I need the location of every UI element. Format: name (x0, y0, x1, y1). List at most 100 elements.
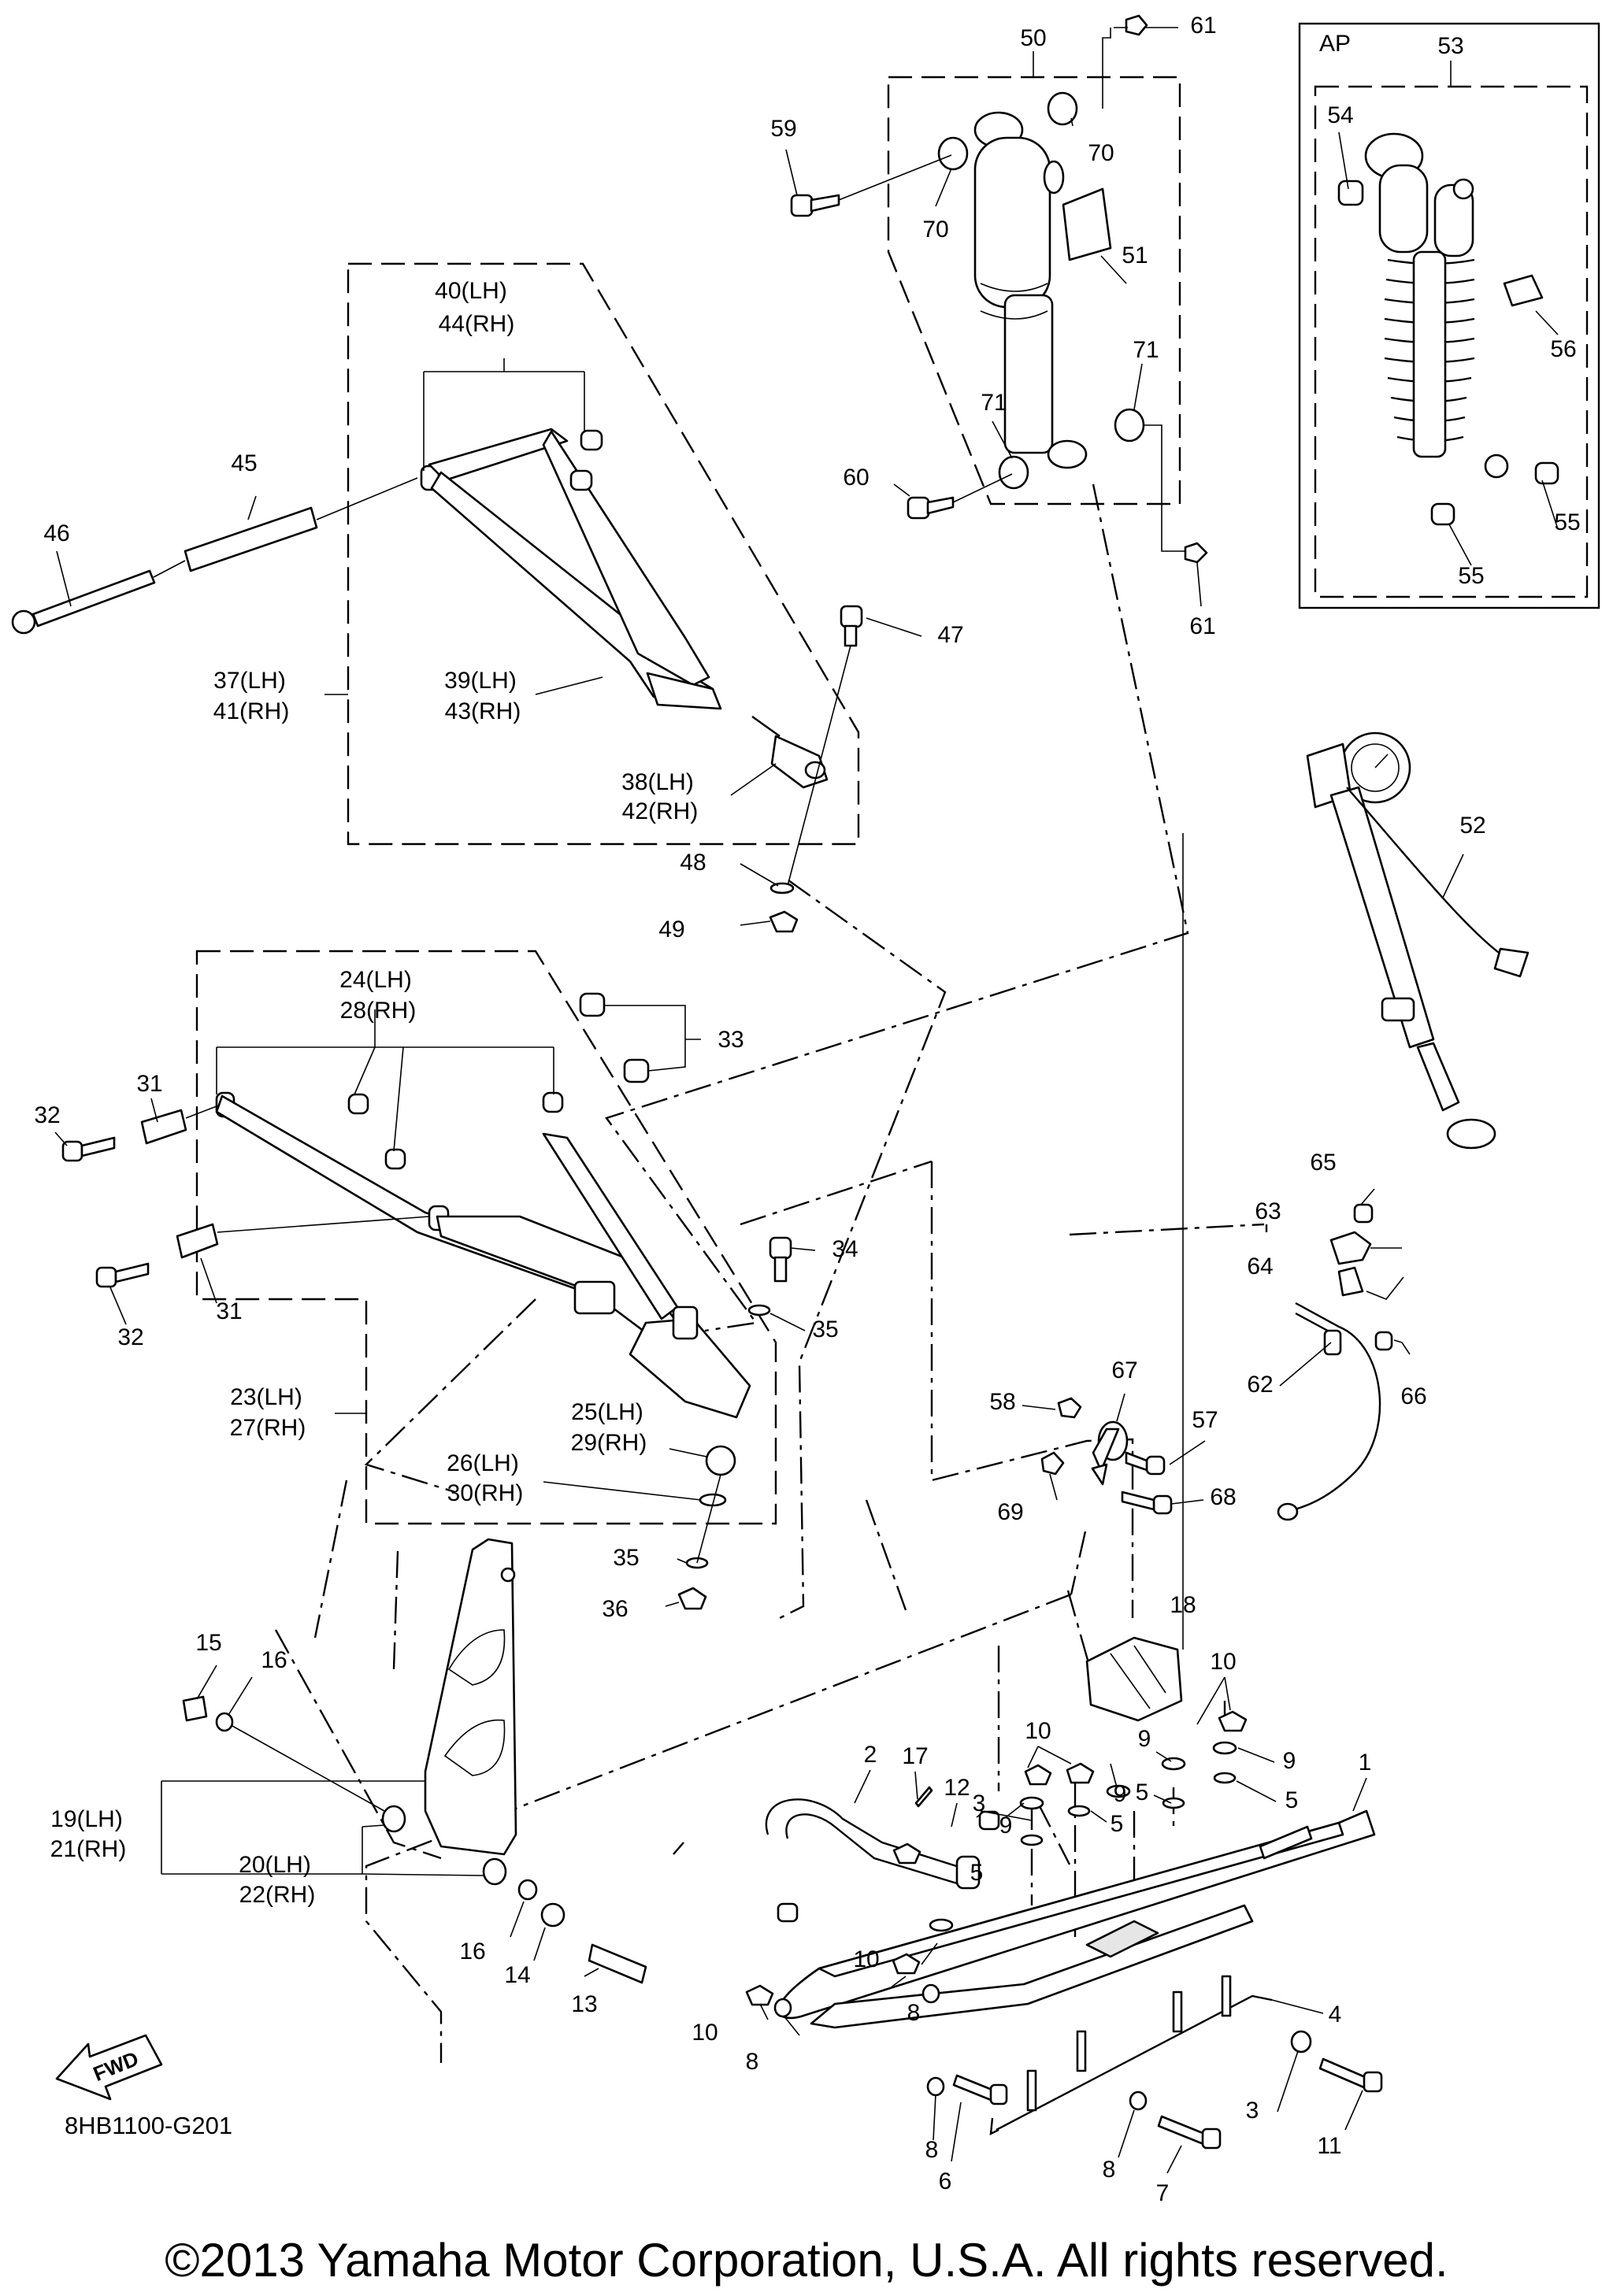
callout-9: 9 (1283, 1748, 1296, 1774)
callout-48: 48 (680, 850, 706, 876)
callout-11: 11 (1317, 2133, 1341, 2159)
tie-rod-end (751, 716, 829, 789)
callout-5: 5 (970, 1860, 984, 1886)
callout-10: 10 (853, 1946, 879, 1972)
callout-24: 24(LH) (339, 967, 412, 993)
callout-10: 10 (1025, 1718, 1051, 1744)
callout-7: 7 (1156, 2180, 1170, 2206)
callout-58: 58 (989, 1389, 1015, 1415)
callout-31: 31 (216, 1298, 242, 1324)
rod-clamp (1329, 1203, 1393, 1351)
sleeve-51 (1062, 187, 1112, 261)
ski-saddle (1085, 1636, 1183, 1722)
callout-61: 61 (1190, 13, 1216, 39)
copyright-notice: ©2013 Yamaha Motor Corporation, U.S.A. A… (165, 2234, 1448, 2287)
leader-lines (54, 27, 1559, 2174)
callout-52: 52 (1459, 813, 1485, 839)
callout-34: 34 (832, 1236, 858, 1262)
callout-70: 70 (1088, 140, 1114, 166)
callout-67: 67 (1111, 1357, 1137, 1383)
diagram-code: 8HB1100-G201 (65, 2112, 233, 2139)
callout-9: 9 (1114, 1781, 1127, 1807)
callout-57: 57 (1192, 1407, 1218, 1433)
callout-60: 60 (843, 465, 869, 491)
callout-59: 59 (770, 116, 796, 142)
callout-45: 45 (231, 450, 257, 476)
callout-33: 33 (718, 1027, 743, 1053)
callout-35: 35 (613, 1545, 639, 1571)
callout-9: 9 (999, 1813, 1013, 1839)
callout-39: 39(LH) (444, 668, 517, 694)
callout-13: 13 (571, 1991, 597, 2017)
callout-71: 71 (1133, 337, 1159, 363)
callout-8: 8 (1103, 2157, 1116, 2183)
callout-8: 8 (746, 2049, 759, 2075)
callout-65: 65 (1310, 1150, 1336, 1176)
callout-32: 32 (117, 1324, 143, 1350)
callout-26: 26(LH) (447, 1450, 519, 1476)
callout-53: 53 (1437, 33, 1463, 59)
callout-labels: 50 61 59 70 70 51 71 71 60 61 AP 53 54 5… (34, 13, 1580, 2206)
callout-36: 36 (602, 1596, 628, 1622)
callout-19: 19(LH) (50, 1806, 123, 1832)
callout-8: 8 (907, 2000, 921, 2026)
fwd-arrow-icon: FWD (55, 2034, 163, 2101)
callout-6: 6 (939, 2168, 952, 2194)
tie-rod-bolt (769, 605, 863, 933)
callout-50: 50 (1020, 25, 1046, 51)
callout-21: 21(RH) (50, 1836, 127, 1862)
shock-bushes (937, 14, 1208, 564)
callout-29: 29(RH) (571, 1430, 647, 1456)
callout-5: 5 (1136, 1779, 1149, 1805)
shock-bolts (790, 154, 1013, 520)
callout-18: 18 (1170, 1592, 1196, 1618)
callout-16: 16 (459, 1939, 485, 1965)
callout-31: 31 (136, 1071, 162, 1097)
callout-14: 14 (504, 1962, 530, 1988)
callout-71: 71 (981, 390, 1007, 416)
pivot-shaft (11, 477, 418, 635)
callout-5: 5 (1111, 1811, 1124, 1837)
callout-35: 35 (812, 1316, 838, 1342)
lower-arm-bolts (61, 1105, 430, 1288)
callout-32: 32 (34, 1102, 60, 1128)
callout-12: 12 (944, 1775, 970, 1801)
callout-69: 69 (997, 1499, 1023, 1525)
callout-47: 47 (937, 622, 963, 648)
ski-fasteners (745, 1710, 1312, 2111)
spindle-knuckle (424, 1538, 517, 1856)
lower-a-arm (215, 992, 751, 1419)
ski (765, 1798, 1376, 2136)
callout-40: 40(LH) (435, 278, 507, 304)
callout-9: 9 (1138, 1726, 1151, 1752)
callout-70: 70 (922, 217, 948, 243)
callout-25: 25(LH) (571, 1399, 643, 1425)
callout-37: 37(LH) (213, 668, 286, 694)
callout-22: 22(RH) (239, 1882, 316, 1908)
callout-42: 42(RH) (622, 798, 699, 824)
callout-23: 23(LH) (230, 1384, 302, 1410)
callout-1: 1 (1359, 1750, 1372, 1776)
callout-4: 4 (1329, 2002, 1342, 2028)
callout-62: 62 (1247, 1372, 1273, 1398)
callout-43: 43(RH) (445, 698, 521, 724)
ap-shock (1337, 132, 1559, 526)
callout-54: 54 (1327, 102, 1353, 128)
callout-27: 27(RH) (230, 1415, 306, 1441)
callout-20: 20(LH) (239, 1852, 311, 1878)
ap-label: AP (1319, 31, 1351, 57)
spindle-bushings (182, 1695, 647, 1984)
callout-17: 17 (902, 1743, 928, 1769)
callout-2: 2 (864, 1742, 877, 1768)
callout-30: 30(RH) (447, 1480, 524, 1506)
callout-66: 66 (1400, 1383, 1426, 1409)
callout-8: 8 (925, 2137, 939, 2163)
callout-64: 64 (1247, 1254, 1273, 1279)
callout-56: 56 (1550, 336, 1576, 362)
callout-46: 46 (43, 520, 69, 546)
callout-63: 63 (1255, 1198, 1281, 1224)
callout-15: 15 (195, 1630, 221, 1656)
callout-68: 68 (1210, 1484, 1236, 1510)
callout-55: 55 (1554, 509, 1580, 535)
